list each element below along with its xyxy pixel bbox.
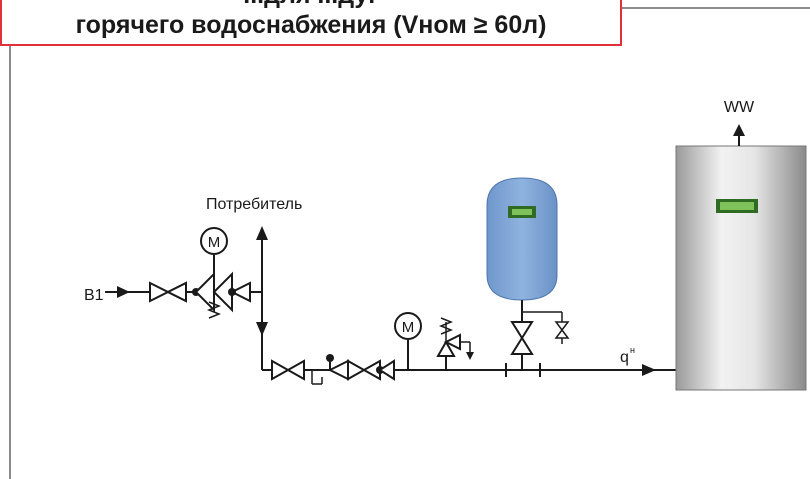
manometer-1-label: M: [208, 234, 221, 251]
outlet-arrow-icon: [733, 124, 745, 136]
manometer-1: M: [200, 227, 228, 255]
shutoff-valve-3[interactable]: [271, 359, 305, 381]
title-line-1: ...для ...дуг: [0, 0, 622, 10]
flow-label: q: [620, 349, 629, 366]
consumer-label: Потребитель: [206, 196, 302, 213]
title-frame: [0, 0, 622, 46]
shutoff-valve-4[interactable]: [347, 359, 395, 381]
inlet-arrow-icon: [117, 286, 130, 298]
safety-valve: [436, 317, 474, 370]
shutoff-valve-2[interactable]: [228, 281, 251, 303]
consumer-up-arrow-icon: [256, 226, 268, 240]
pressure-reducer: [194, 255, 233, 319]
outlet-label: WW: [724, 99, 755, 116]
drain-point: [311, 370, 323, 385]
inlet-label: B1: [84, 287, 104, 304]
expansion-vessel: [486, 177, 558, 370]
title-line-2: горячего водоснабжения (Vном ≥ 60л): [75, 11, 547, 39]
water-heater: [675, 145, 807, 391]
flow-arrow-icon: [642, 364, 656, 376]
vessel-valve[interactable]: [510, 321, 534, 355]
vessel-drain-valve[interactable]: [522, 311, 570, 344]
check-valve-2: [326, 354, 349, 381]
flow-label-sup: н: [630, 345, 635, 355]
consumer-down-arrow-icon: [256, 322, 268, 336]
manometer-2-label: M: [402, 319, 415, 336]
manometer-2: M: [394, 312, 422, 370]
